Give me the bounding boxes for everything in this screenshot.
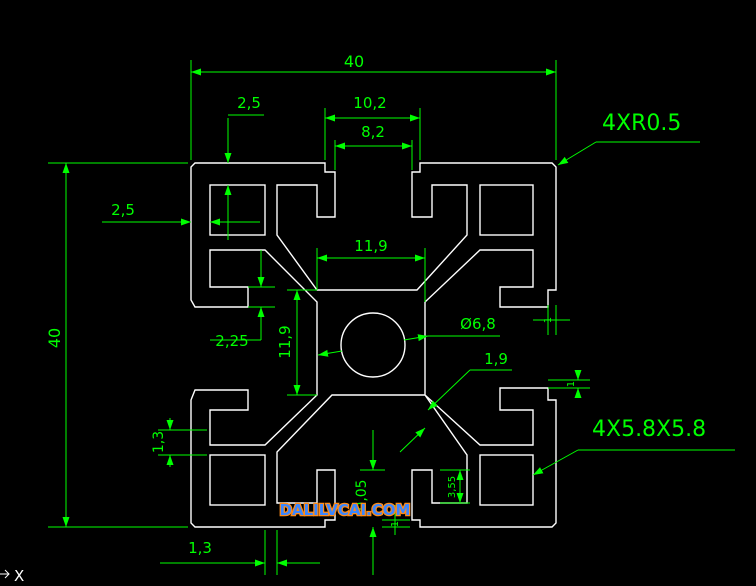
- ucs-icon: X: [0, 567, 24, 585]
- dim-slot-outer: 10,2: [353, 94, 386, 112]
- dim-core-width: 11,9: [354, 237, 387, 255]
- dim-corner-depth: 3,55: [447, 476, 458, 498]
- center-bore: [340, 312, 406, 378]
- dim-wall-side: 2,5: [111, 201, 135, 219]
- watermark-text: DALILVCAI.COM: [280, 501, 411, 519]
- callout-radius: 4XR0.5: [602, 111, 681, 136]
- dim-lip: 2,25: [215, 332, 248, 350]
- dim-overall-height: 40: [45, 328, 64, 348]
- dim-web: 1,9: [484, 350, 508, 368]
- dim-core-height: 11,9: [276, 325, 294, 358]
- outer-contour: [190, 162, 557, 528]
- dim-bore: Ø6,8: [460, 315, 496, 333]
- dim-bottom-small: 1: [390, 521, 401, 527]
- dim-wall-top: 2,5: [237, 94, 261, 112]
- dim-one-right-2: 1: [566, 381, 577, 387]
- pocket-top-left: [209, 184, 266, 236]
- dim-lip-left: 1,3: [151, 431, 167, 453]
- pocket-bottom-right: [479, 454, 534, 506]
- dimension-lines: [48, 60, 735, 575]
- pocket-bottom-left: [209, 454, 266, 506]
- ucs-label: X: [14, 567, 24, 585]
- profile-outline: [190, 162, 557, 528]
- dim-bottom-center: 0,05: [354, 479, 370, 510]
- callout-pocket: 4X5.8X5.8: [592, 417, 706, 442]
- dim-one-right: 1: [543, 317, 554, 323]
- dim-bottom-left: 1,3: [188, 539, 212, 557]
- pocket-top-right: [479, 184, 534, 236]
- dim-slot-inner: 8,2: [361, 123, 385, 141]
- dim-overall-width: 40: [344, 52, 364, 71]
